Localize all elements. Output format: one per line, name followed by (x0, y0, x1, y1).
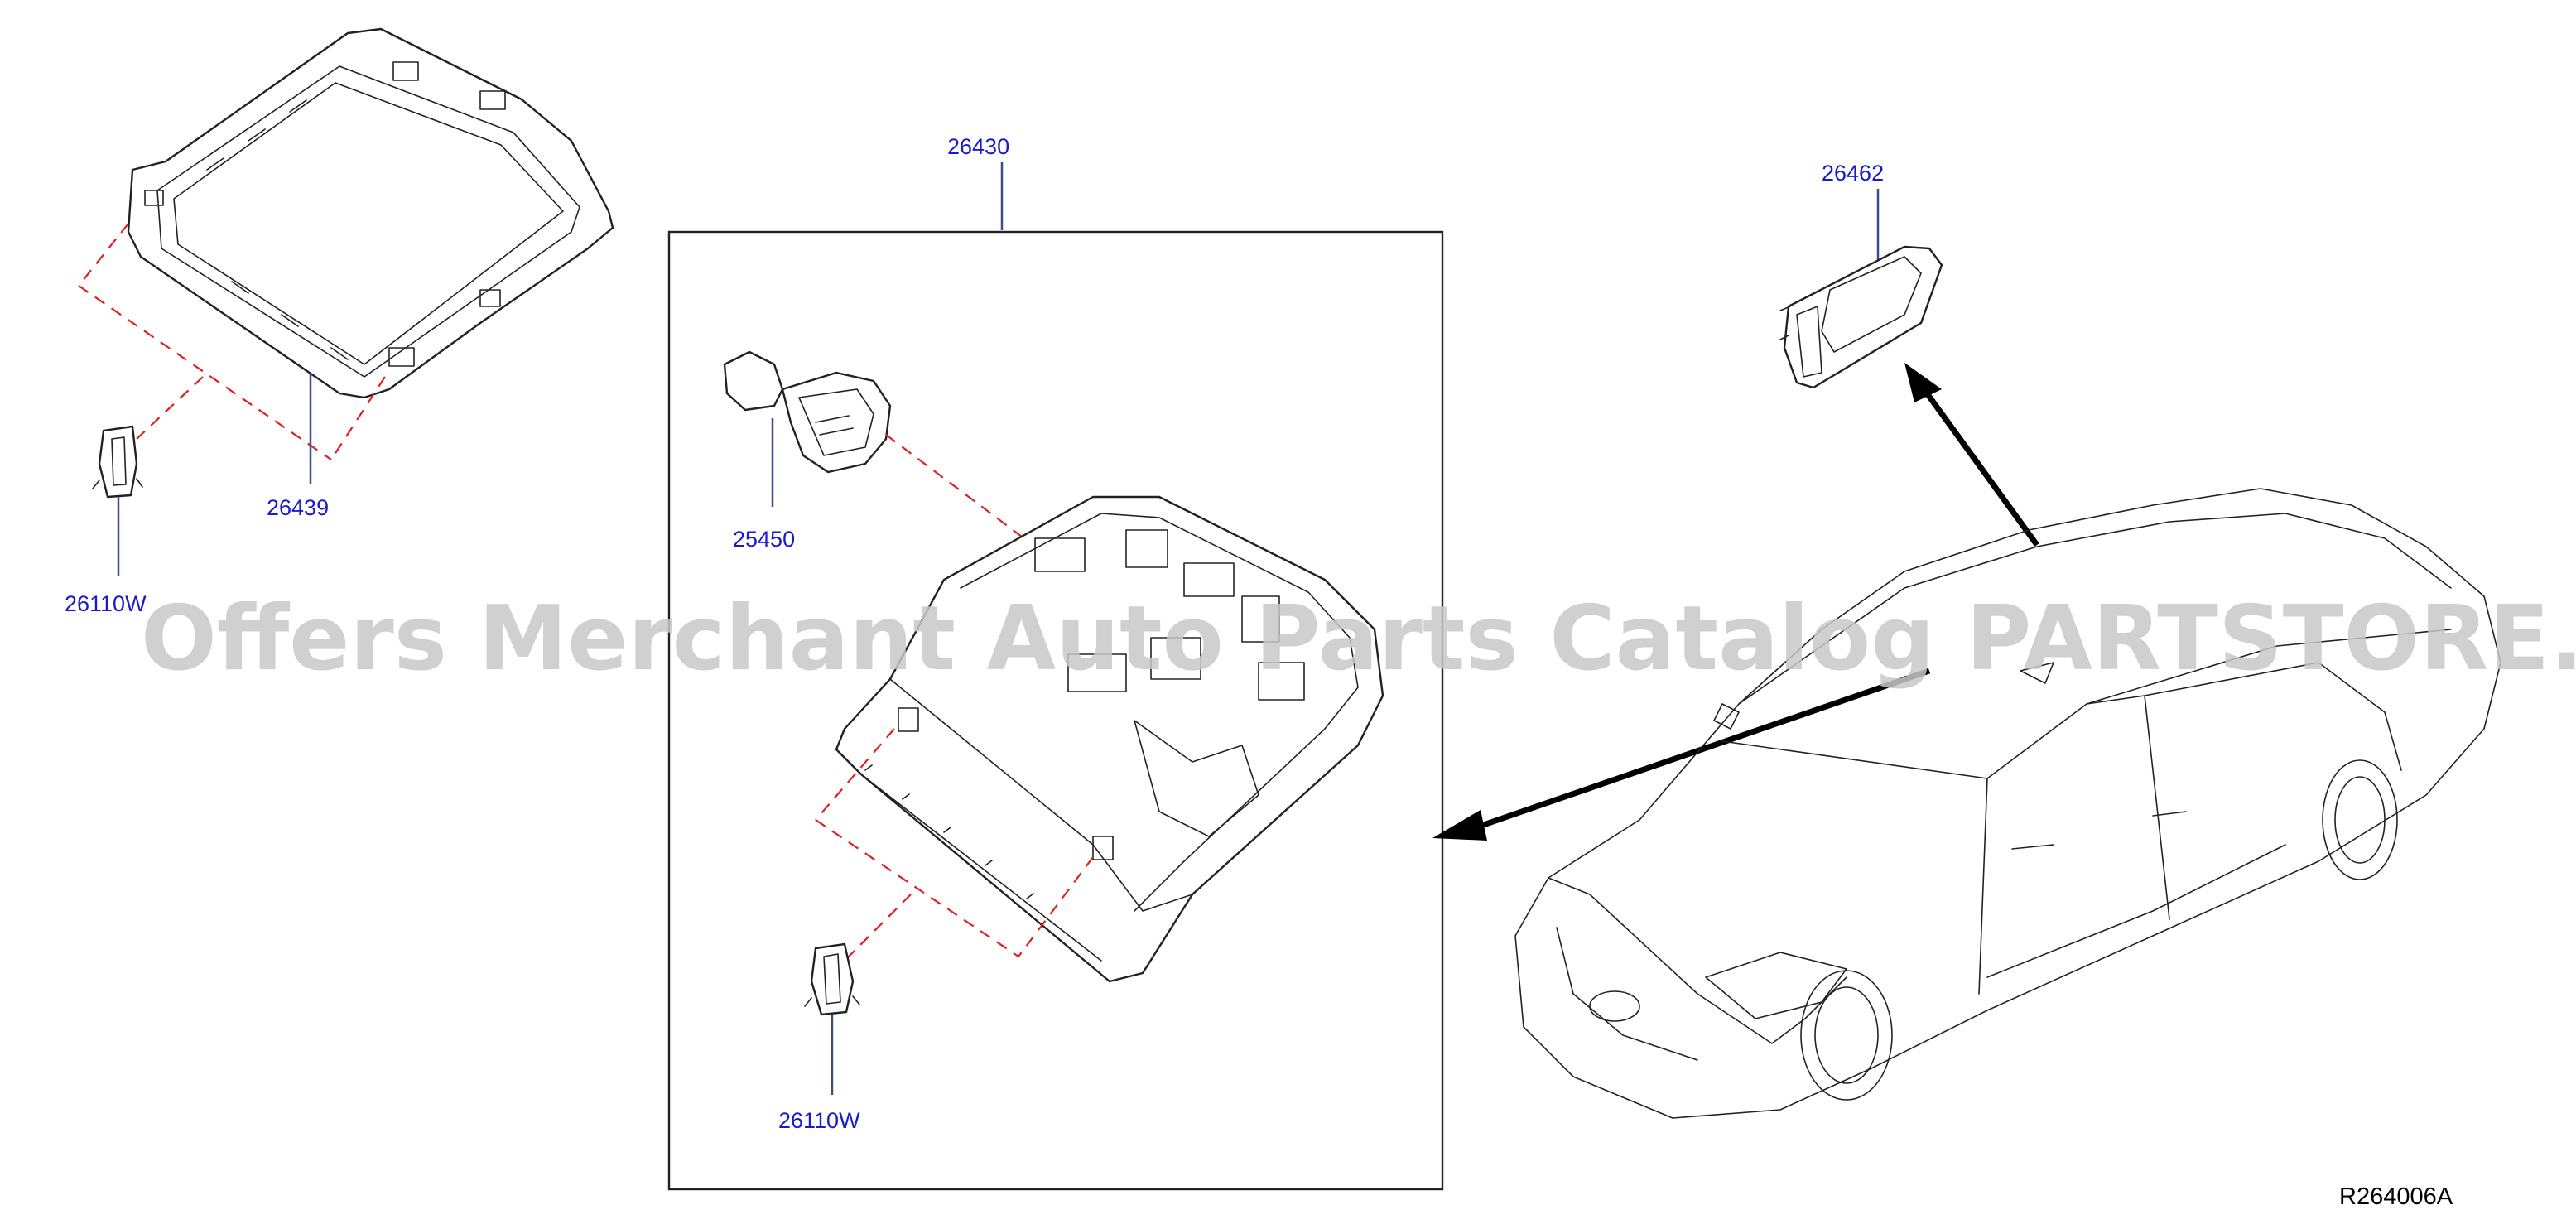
bulb-socket-25450-part[interactable] (723, 350, 892, 474)
label-26430[interactable]: 26430 (947, 134, 1009, 159)
diagram-reference-code: R264006A (2339, 1183, 2453, 1210)
frame-26439-part[interactable] (127, 27, 614, 399)
label-26462[interactable]: 26462 (1822, 161, 1884, 186)
vehicle-illustration (1514, 488, 2501, 1119)
label-26110w-left[interactable]: 26110W (65, 591, 147, 616)
label-26439[interactable]: 26439 (267, 495, 329, 520)
assembly-26430-frame (667, 230, 1444, 1191)
clip-left-part[interactable] (92, 425, 143, 499)
clip-center-part[interactable] (804, 942, 860, 1016)
label-25450[interactable]: 25450 (733, 527, 795, 552)
watermark-text: Offers Merchant Auto Parts Catalog PARTS… (141, 587, 2576, 691)
room-lamp-26462-part[interactable] (1779, 245, 1943, 389)
label-26110w-center[interactable]: 26110W (778, 1108, 860, 1133)
map-lamp-housing-part[interactable] (835, 495, 1384, 983)
